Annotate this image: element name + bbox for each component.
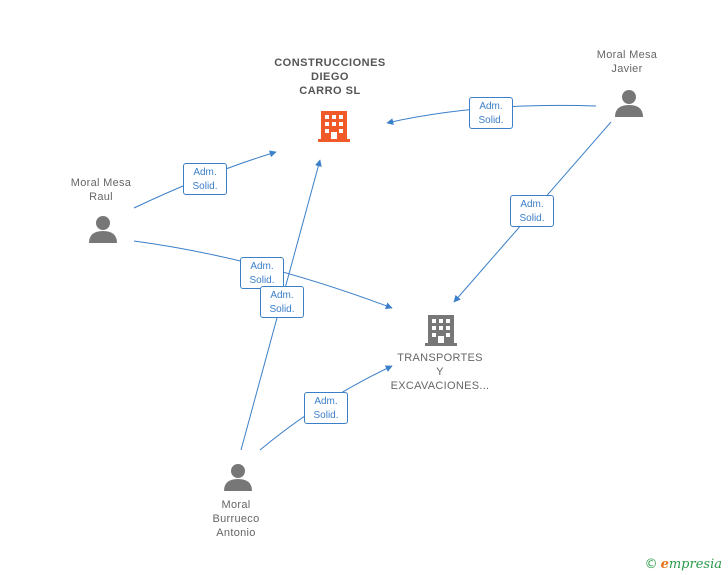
person-icon[interactable] <box>614 88 644 118</box>
edge-label-raul-construcciones[interactable]: Adm. Solid. <box>183 163 227 195</box>
role-line: Solid. <box>269 304 295 315</box>
role-line: Adm. <box>270 290 294 301</box>
label-line: CONSTRUCCIONES <box>274 57 386 69</box>
role-line: Adm. <box>250 261 274 272</box>
role-line: Adm. <box>193 167 217 178</box>
label-line: CARRO SL <box>299 85 361 97</box>
edge-label-antonio-transportes[interactable]: Adm. Solid. <box>304 392 348 424</box>
label-line: Moral Mesa <box>70 177 132 189</box>
role-line: Adm. <box>479 101 503 112</box>
label-line: Y <box>436 366 444 378</box>
role-line: Adm. <box>520 199 544 210</box>
label-line: Burrueco <box>212 513 260 525</box>
role-line: Solid. <box>313 410 339 421</box>
role-line: Solid. <box>519 213 545 224</box>
person-javier-label[interactable]: Moral Mesa Javier <box>577 48 677 76</box>
label-line: Moral <box>221 499 251 511</box>
copyright-symbol: © <box>644 557 658 572</box>
edge-label-javier-transportes[interactable]: Adm. Solid. <box>510 195 554 227</box>
person-icon[interactable] <box>88 214 118 244</box>
label-line: Antonio <box>216 527 256 539</box>
label-line: DIEGO <box>311 71 349 83</box>
role-line: Solid. <box>478 115 504 126</box>
person-antonio-label[interactable]: Moral Burrueco Antonio <box>186 498 286 540</box>
company-construcciones-label[interactable]: CONSTRUCCIONES DIEGO CARRO SL <box>255 56 405 98</box>
label-line: TRANSPORTES <box>397 352 483 364</box>
label-line: EXCAVACIONES... <box>390 380 490 392</box>
role-line: Adm. <box>314 396 338 407</box>
brand-name-rest: mpresia <box>668 557 722 572</box>
building-icon[interactable] <box>318 108 350 142</box>
role-line: Solid. <box>192 181 218 192</box>
person-icon[interactable] <box>223 462 253 492</box>
edge-label-raul-transportes[interactable]: Adm. Solid. <box>240 257 284 289</box>
edge-label-antonio-construcciones[interactable]: Adm. Solid. <box>260 286 304 318</box>
role-line: Solid. <box>249 275 275 286</box>
edge-label-javier-construcciones[interactable]: Adm. Solid. <box>469 97 513 129</box>
brand-first-letter: e <box>660 557 669 572</box>
label-line: Raul <box>89 191 113 203</box>
label-line: Javier <box>611 63 643 75</box>
person-raul-label[interactable]: Moral Mesa Raul <box>51 176 151 204</box>
label-line: Moral Mesa <box>596 49 658 61</box>
building-icon[interactable] <box>425 312 457 346</box>
company-transportes-label[interactable]: TRANSPORTES Y EXCAVACIONES... <box>370 351 510 393</box>
empresia-logo: ©empresia <box>645 557 722 572</box>
